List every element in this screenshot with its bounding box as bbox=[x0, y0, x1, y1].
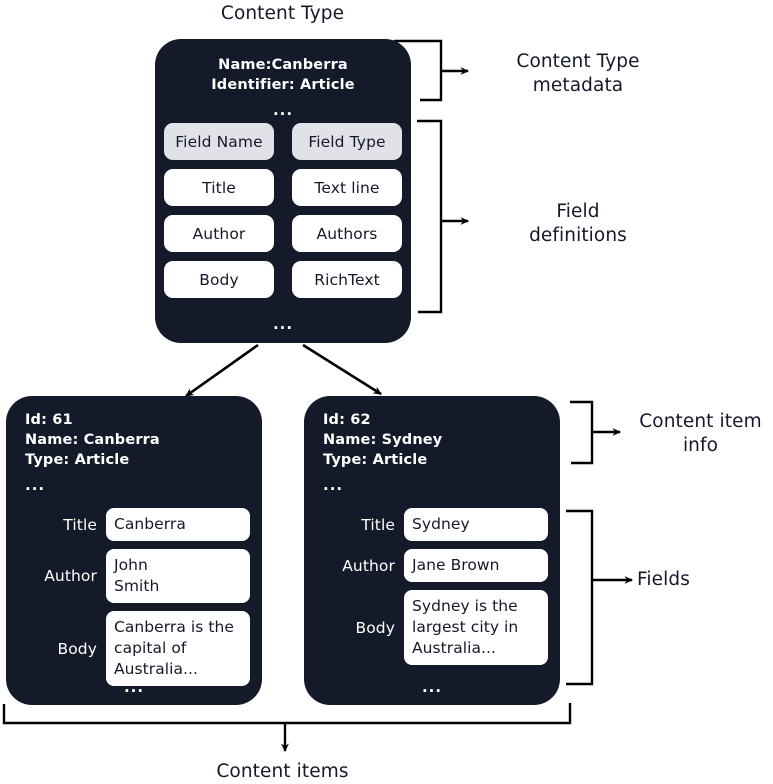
content-type-metadata-ellipsis: ... bbox=[155, 100, 411, 119]
bracket-content-item-info bbox=[570, 400, 594, 465]
field-label: Body bbox=[57, 639, 97, 658]
field-row: Title Canberra bbox=[18, 508, 250, 541]
ellipsis-glyph: ... bbox=[25, 476, 46, 494]
annotation-content-item-info: Content item info bbox=[639, 411, 762, 456]
content-type-metadata-text: Name:Canberra Identifier: Article bbox=[211, 57, 355, 93]
content-item-fields: Title Sydney Author Jane Brown Body Sydn… bbox=[316, 508, 548, 673]
page-title-content-type: Content Type bbox=[220, 3, 345, 24]
field-label: Body bbox=[355, 618, 395, 637]
ellipsis-glyph: ... bbox=[323, 476, 344, 494]
field-row: Body Sydney is the largest city in Austr… bbox=[316, 590, 548, 665]
bracket-fields bbox=[566, 509, 594, 686]
field-label: Author bbox=[342, 556, 395, 575]
field-name-cell: Body bbox=[164, 261, 274, 298]
content-item-fields-ellipsis: ... bbox=[6, 677, 262, 696]
annotation-content-type-metadata: Content Type metadata bbox=[516, 51, 640, 96]
field-row: Title Sydney bbox=[316, 508, 548, 541]
field-label: Title bbox=[63, 515, 97, 534]
field-type-cell: RichText bbox=[292, 261, 402, 298]
content-item-info-text: Id: 61 Name: Canberra Type: Article bbox=[25, 412, 160, 468]
bracket-content-items bbox=[2, 703, 572, 725]
field-definitions-table: Field Name Field Type Title Text line Au… bbox=[164, 123, 402, 298]
field-name-cell: Author bbox=[164, 215, 274, 252]
field-label: Title bbox=[361, 515, 395, 534]
bracket-field-definitions bbox=[417, 119, 443, 314]
content-item-info-ellipsis: ... bbox=[25, 475, 45, 494]
field-value: Canberra bbox=[106, 508, 250, 541]
field-label: Author bbox=[44, 567, 97, 585]
page-title-content-items: Content items bbox=[216, 761, 349, 782]
content-type-card: Name:Canberra Identifier: Article ... Fi… bbox=[155, 39, 411, 343]
field-row: Author John Smith bbox=[18, 549, 250, 603]
content-item-card: Id: 61 Name: Canberra Type: Article ... … bbox=[6, 396, 262, 705]
field-type-cell: Authors bbox=[292, 215, 402, 252]
content-item-fields: Title Canberra Author John Smith Body Ca… bbox=[18, 508, 250, 694]
arrow-to-item-0 bbox=[185, 343, 259, 398]
field-value: Canberra is the capital of Australia... bbox=[106, 611, 250, 686]
field-name-cell: Title bbox=[164, 169, 274, 206]
content-item-info-text: Id: 62 Name: Sydney Type: Article bbox=[323, 412, 443, 468]
arrow-to-item-1 bbox=[302, 343, 382, 396]
field-value: Sydney is the largest city in Australia.… bbox=[404, 590, 548, 665]
field-type-cell: Text line bbox=[292, 169, 402, 206]
ellipsis-glyph: ... bbox=[272, 101, 294, 119]
annotation-fields: Fields bbox=[637, 569, 690, 590]
column-header-field-name: Field Name bbox=[164, 123, 274, 160]
ellipsis-glyph: ... bbox=[421, 678, 443, 696]
field-definitions-ellipsis: ... bbox=[155, 314, 411, 333]
annotation-field-definitions: Field definitions bbox=[529, 201, 627, 246]
field-value: Jane Brown bbox=[404, 549, 548, 582]
content-item-fields-ellipsis: ... bbox=[304, 677, 560, 696]
column-header-field-type: Field Type bbox=[292, 123, 402, 160]
field-value: Sydney bbox=[404, 508, 548, 541]
field-row: Body Canberra is the capital of Australi… bbox=[18, 611, 250, 686]
field-row: Author Jane Brown bbox=[316, 549, 548, 582]
ellipsis-glyph: ... bbox=[123, 678, 145, 696]
ellipsis-glyph: ... bbox=[272, 315, 294, 333]
field-value: John Smith bbox=[106, 549, 250, 603]
content-item-info-ellipsis: ... bbox=[323, 475, 343, 494]
content-item-card: Id: 62 Name: Sydney Type: Article ... Ti… bbox=[304, 396, 560, 705]
